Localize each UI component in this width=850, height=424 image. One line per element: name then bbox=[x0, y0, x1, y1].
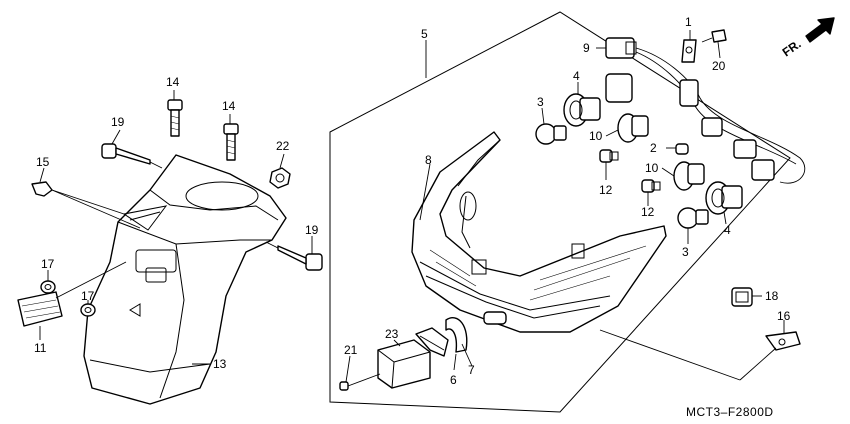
socket-4-upper bbox=[563, 93, 601, 127]
callout-3-upper: 3 bbox=[537, 95, 544, 109]
callout-19-left: 19 bbox=[111, 115, 125, 129]
callout-17-right: 17 bbox=[81, 289, 95, 303]
reflector-11 bbox=[17, 261, 127, 327]
front-direction-label: FR. bbox=[780, 37, 804, 60]
nut-22 bbox=[269, 167, 291, 189]
callout-5: 5 bbox=[421, 27, 428, 41]
callout-17-left: 17 bbox=[41, 257, 55, 271]
callout-1: 1 bbox=[685, 15, 692, 29]
callout-15: 15 bbox=[36, 155, 50, 169]
bulb-12-lower bbox=[641, 179, 661, 193]
bulb-3-upper bbox=[535, 123, 567, 145]
callout-19-right: 19 bbox=[305, 223, 319, 237]
gasket-6 bbox=[415, 327, 449, 357]
bulb-3-lower bbox=[677, 207, 709, 229]
bracket-1 bbox=[681, 39, 697, 63]
callout-11: 11 bbox=[34, 341, 47, 355]
screw-20 bbox=[701, 29, 727, 43]
nut-17-left bbox=[40, 280, 56, 294]
callout-21: 21 bbox=[344, 343, 358, 357]
assembly-boundary bbox=[329, 11, 791, 413]
bolt-14-right bbox=[223, 123, 239, 161]
callout-labels: 1 2 3 3 4 4 5 6 7 8 9 10 10 11 12 12 13 … bbox=[34, 15, 791, 387]
callout-14-right: 14 bbox=[222, 99, 236, 113]
bolt-19-left bbox=[101, 143, 163, 169]
callout-10-lower: 10 bbox=[645, 161, 659, 175]
nut-17-right bbox=[80, 303, 96, 317]
screw-21 bbox=[339, 373, 381, 391]
rear-fender bbox=[83, 154, 287, 405]
callout-18: 18 bbox=[765, 289, 779, 303]
license-light-23 bbox=[377, 339, 431, 389]
clip-15 bbox=[31, 181, 141, 229]
bulb-12-upper bbox=[599, 149, 619, 163]
socket-10-lower bbox=[673, 161, 705, 191]
callout-6: 6 bbox=[450, 373, 457, 387]
leader-lines bbox=[39, 30, 785, 383]
callout-20: 20 bbox=[712, 59, 726, 73]
bracket-16 bbox=[765, 331, 801, 351]
callout-12-lower: 12 bbox=[641, 205, 655, 219]
socket-4-lower bbox=[705, 181, 743, 215]
callout-8: 8 bbox=[425, 153, 432, 167]
taillight-housing bbox=[411, 131, 667, 333]
callout-12-upper: 12 bbox=[599, 183, 613, 197]
callout-7: 7 bbox=[468, 363, 475, 377]
callout-13: 13 bbox=[213, 357, 227, 371]
callout-23: 23 bbox=[385, 327, 399, 341]
callout-9: 9 bbox=[583, 41, 590, 55]
drawing-code: MCT3–F2800D bbox=[686, 405, 774, 419]
gasket-7 bbox=[445, 317, 468, 353]
callout-2: 2 bbox=[650, 141, 657, 155]
harness-9 bbox=[605, 37, 806, 184]
callout-4-upper: 4 bbox=[573, 69, 580, 83]
callout-16: 16 bbox=[777, 309, 791, 323]
bulb-2 bbox=[675, 143, 689, 155]
callout-3-lower: 3 bbox=[682, 245, 689, 259]
grommet-18 bbox=[731, 287, 753, 307]
bolt-14-left bbox=[167, 99, 183, 137]
callout-4-lower: 4 bbox=[724, 223, 731, 237]
callout-10-upper: 10 bbox=[589, 129, 603, 143]
front-direction-arrow: FR. bbox=[780, 17, 835, 60]
callout-14-left: 14 bbox=[166, 75, 180, 89]
bolt-19-right bbox=[265, 241, 323, 271]
callout-22: 22 bbox=[276, 139, 290, 153]
socket-10-upper bbox=[617, 113, 649, 143]
